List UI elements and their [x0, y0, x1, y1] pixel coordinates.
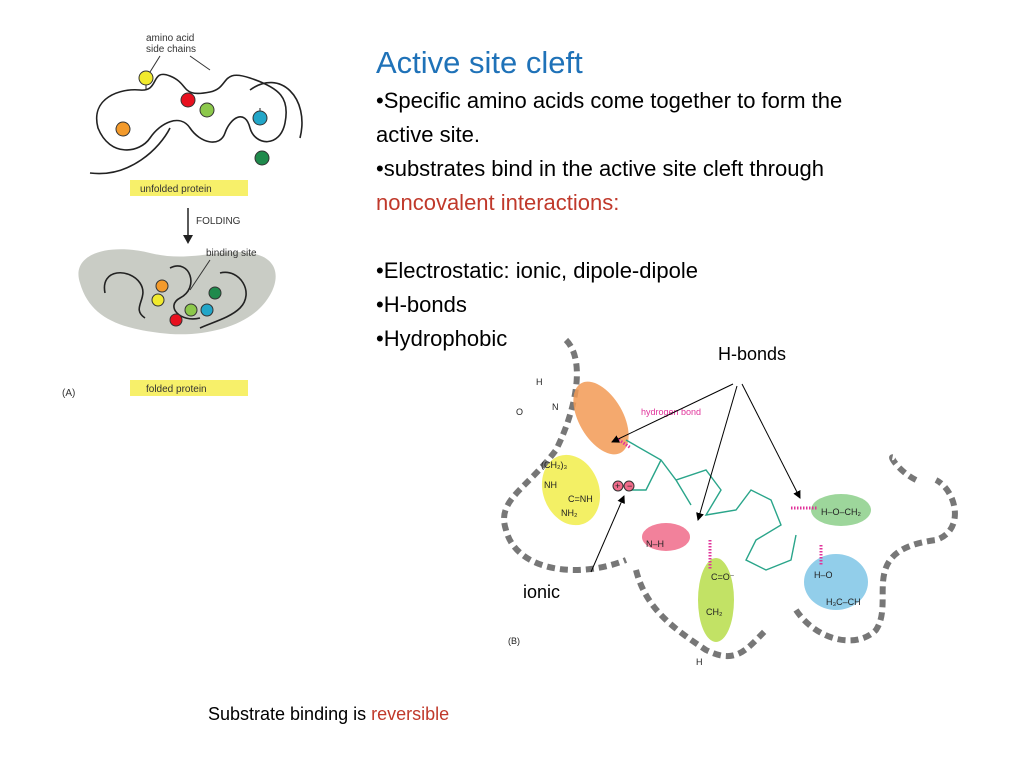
- svg-text:H–O: H–O: [814, 570, 833, 580]
- folded-label-box: [130, 380, 248, 396]
- label-side-chains-2: side chains: [146, 44, 196, 55]
- label-folding: FOLDING: [196, 216, 241, 227]
- bullet-substrates-bind: •substrates bind in the active site clef…: [376, 152, 976, 220]
- svg-text:(CH₂)₃: (CH₂)₃: [541, 460, 567, 470]
- list-item-hbonds: •H-bonds: [376, 292, 467, 317]
- side-chain-blue: [252, 110, 268, 126]
- folded-protein-blob: [78, 249, 276, 335]
- bullet1-text: •Specific amino acids come together to f…: [376, 88, 843, 113]
- hbonds-label: H-bonds: [718, 344, 787, 364]
- svg-text:H: H: [696, 657, 703, 667]
- side-chain-orange: [115, 121, 131, 137]
- orange-residue: [573, 381, 629, 455]
- svg-text:+: +: [615, 481, 620, 491]
- pink-residue: [642, 523, 690, 551]
- label-side-chains-1: amino acid: [146, 33, 194, 44]
- svg-text:H₃C–CH: H₃C–CH: [826, 597, 861, 607]
- label-unfolded: unfolded protein: [140, 184, 212, 195]
- footer-text: Substrate binding is reversible: [208, 704, 449, 725]
- protein-folding-figure: amino acid side chains unfolded protein …: [50, 28, 340, 408]
- svg-text:CH₂: CH₂: [706, 607, 723, 617]
- footer-prefix: Substrate binding is: [208, 704, 372, 724]
- svg-text:O: O: [516, 407, 523, 417]
- panel-a-label: (A): [62, 388, 75, 399]
- list-item-electrostatic: •Electrostatic: ionic, dipole-dipole: [376, 258, 698, 283]
- protein-folding-diagram: amino acid side chains unfolded protein …: [62, 33, 303, 399]
- label-binding: binding site: [206, 248, 257, 259]
- unfolded-label-box: [130, 180, 248, 196]
- binding-interactions-diagram: hydrogen bond +− H N O (CH₂)₃ NH C=NH NH…: [501, 337, 958, 667]
- bullet1-cont: active site.: [376, 122, 480, 147]
- svg-text:N: N: [552, 402, 559, 412]
- protein-backbone: [501, 337, 958, 659]
- svg-text:H–O–CH₂: H–O–CH₂: [821, 507, 862, 517]
- ionic-label: ionic: [523, 582, 561, 602]
- side-chain-green: [199, 102, 215, 118]
- svg-text:C=O⁻: C=O⁻: [711, 572, 735, 582]
- bullet-specific-amino-acids: •Specific amino acids come together to f…: [376, 84, 976, 152]
- label-folded: folded protein: [146, 384, 207, 395]
- hydrogen-bond-tag: hydrogen bond: [641, 407, 701, 417]
- lightgreen-residue: [811, 494, 871, 526]
- svg-text:N–H: N–H: [646, 539, 664, 549]
- panel-b-label: (B): [508, 636, 520, 646]
- svg-text:−: −: [627, 481, 632, 491]
- slide-title: Active site cleft: [376, 45, 583, 80]
- blue-residue: [804, 554, 868, 610]
- yellow-residue: [541, 454, 601, 526]
- svg-text:NH: NH: [544, 480, 557, 490]
- bullet2-text: •substrates bind in the active site clef…: [376, 156, 824, 181]
- side-chain-darkgreen: [254, 150, 270, 166]
- footer-highlight: reversible: [371, 704, 450, 724]
- svg-text:NH₂: NH₂: [561, 508, 578, 518]
- active-site-binding-figure: hydrogen bond +− H N O (CH₂)₃ NH C=NH NH…: [496, 330, 976, 690]
- green-residue: [698, 558, 734, 642]
- svg-text:C=NH: C=NH: [568, 494, 593, 504]
- svg-text:H: H: [536, 377, 543, 387]
- bullet2-red: noncovalent interactions:: [376, 190, 620, 215]
- list-item-hydrophobic: •Hydrophobic: [376, 326, 508, 351]
- side-chain-red: [180, 92, 196, 108]
- main-text-block: Active site cleft •Specific amino acids …: [376, 44, 976, 356]
- unfolded-chain: [95, 73, 287, 151]
- side-chain-yellow: [138, 70, 154, 86]
